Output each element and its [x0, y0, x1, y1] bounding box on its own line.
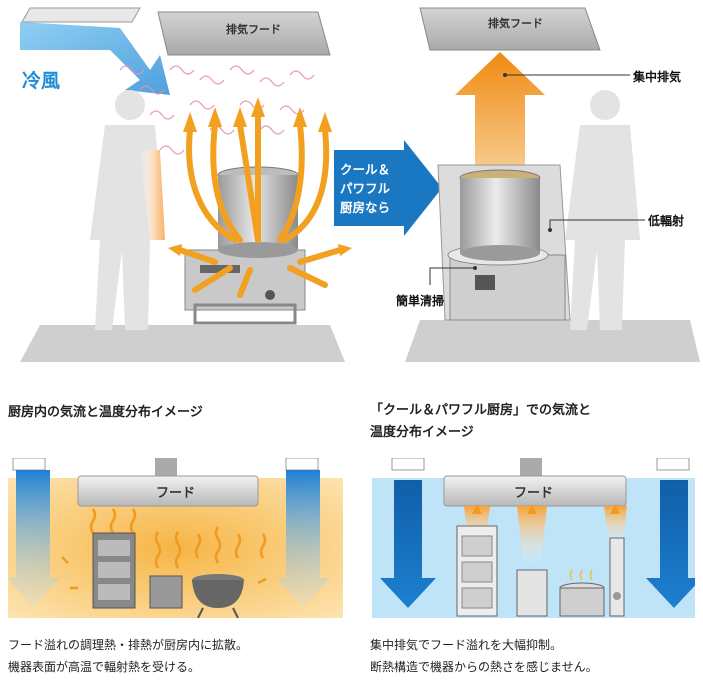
cold-air-column-left — [8, 470, 60, 608]
caption-cool-line-2: 断熱構造で機器からの熱さを感じません。 — [370, 660, 598, 674]
exhaust-arrowheads — [472, 504, 620, 514]
equipment-kettle — [559, 569, 605, 617]
hood-label-right: 排気フード — [488, 16, 543, 30]
cool-kitchen-illustration: 排気フード — [405, 7, 700, 362]
equipment-cabinet — [92, 532, 136, 609]
exhaust-hood — [419, 7, 601, 51]
heat-arrows — [177, 112, 343, 298]
transition-line-3: 厨房なら — [340, 200, 391, 215]
equipment-fryer — [149, 575, 183, 609]
transition-arrow — [334, 140, 442, 236]
exhaust-arrow — [455, 52, 545, 165]
exhaust-plume-2 — [517, 506, 547, 568]
transition-arrow-text: クール＆ パワフル 厨房なら — [340, 160, 430, 217]
heat-arrowheads — [168, 97, 352, 256]
cold-air-arrow-right — [646, 480, 695, 608]
caption-cool-line-1: 集中排気でフード溢れを大幅抑制。 — [370, 638, 563, 652]
callout-concentrated-exhaust: 集中排気 — [633, 70, 682, 84]
cool-airflow-diagram: フード — [372, 458, 695, 618]
caption-conventional-line-2: 機器表面が高温で輻射熱を受ける。 — [8, 660, 201, 674]
heat-waves — [61, 508, 267, 590]
stock-pot — [459, 169, 541, 261]
transition-line-2: パワフル — [340, 181, 391, 196]
conventional-airflow-diagram: フード — [8, 458, 343, 618]
hood-label-bottom-left: フード — [156, 486, 195, 501]
person-silhouette-left — [90, 90, 165, 330]
cold-air-column-right — [276, 470, 330, 608]
equipment-kettle — [192, 574, 244, 618]
hood-bar — [77, 475, 259, 507]
cold-wind-arrow — [20, 22, 170, 95]
section-title-cool-line-1: 「クール＆パワフル厨房」での気流と — [370, 403, 592, 418]
callout-easy-cleaning: 簡単清掃 — [396, 294, 445, 308]
caption-conventional-line-1: フード溢れの調理熱・排熱が厨房内に拡散。 — [8, 638, 249, 652]
hood-label-bottom-right: フード — [514, 486, 553, 501]
section-title-conventional: 厨房内の気流と温度分布イメージ — [8, 405, 203, 420]
floor — [20, 325, 345, 362]
exhaust-hood — [157, 11, 331, 56]
transition-line-1: クール＆ — [340, 162, 391, 177]
cold-air-arrow-left — [380, 480, 436, 608]
conventional-kitchen-illustration: 排気フード — [20, 7, 352, 362]
equipment-tall-unit — [609, 537, 625, 617]
person-silhouette-right — [565, 90, 640, 330]
callout-lines — [429, 74, 645, 285]
floor — [405, 320, 700, 362]
equipment-cabinet — [456, 525, 498, 617]
cold-wind-label: 冷風 — [22, 70, 61, 92]
equipment-fryer — [516, 569, 548, 617]
hood-label-left: 排気フード — [226, 22, 281, 36]
callout-low-radiation: 低輻射 — [648, 214, 685, 228]
section-title-cool-line-2: 温度分布イメージ — [370, 425, 474, 440]
air-conditioner — [21, 7, 141, 23]
